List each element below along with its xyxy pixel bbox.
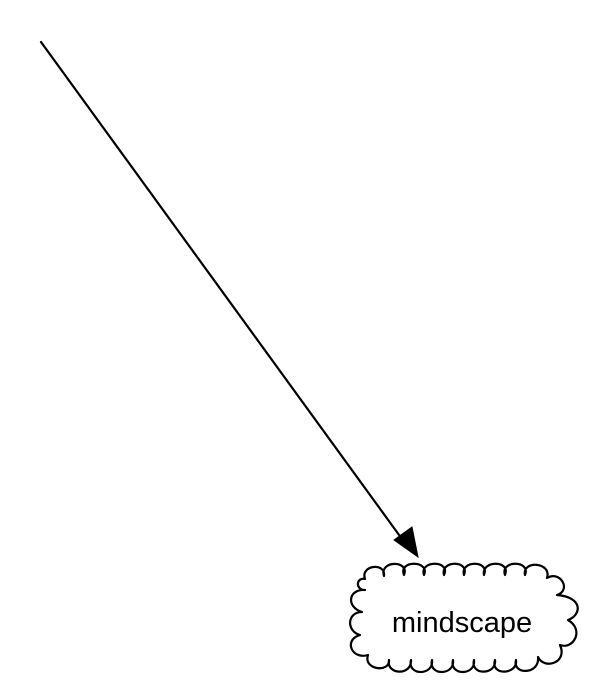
cloud-node-mindscape[interactable]: mindscape (349, 562, 579, 674)
node-label-mindscape: mindscape (392, 607, 532, 639)
cloud-shape (349, 562, 579, 674)
connector-line (39, 40, 404, 541)
connector-edge (39, 40, 419, 559)
arrowhead-icon (393, 526, 419, 559)
